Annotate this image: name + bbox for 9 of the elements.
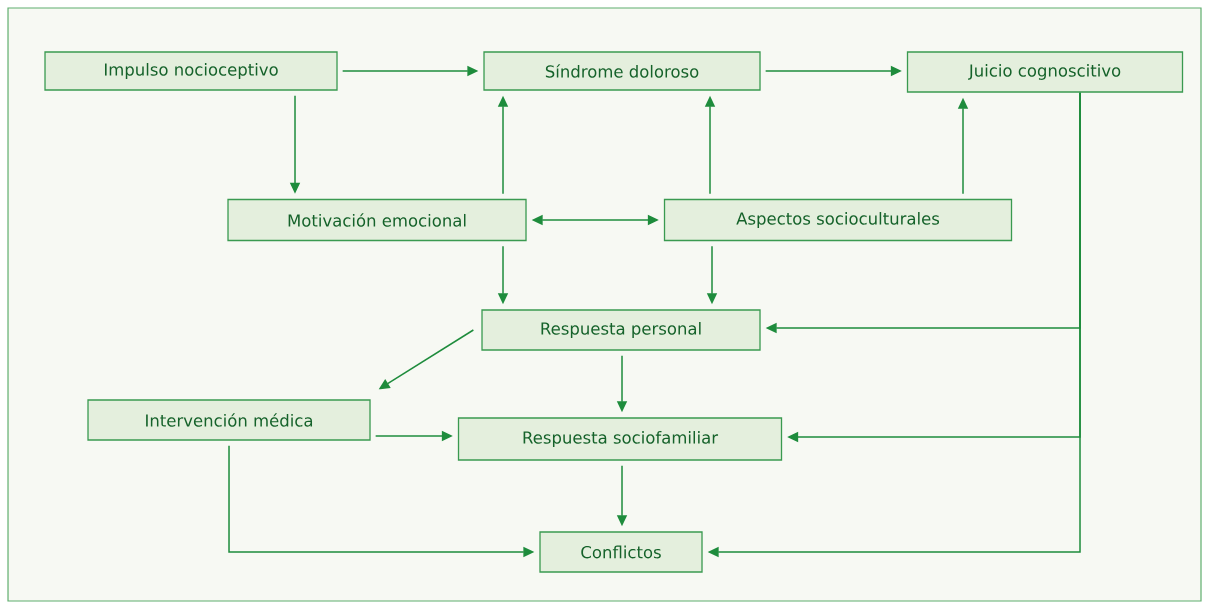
flow-box: Respuesta personal — [481, 309, 761, 351]
flow-box: Impulso nocioceptivo — [44, 51, 338, 91]
flow-box: Respuesta sociofamiliar — [457, 417, 783, 461]
flow-box: Juicio cognoscitivo — [906, 51, 1184, 93]
flow-box: Aspectos socioculturales — [663, 198, 1013, 242]
flow-box: Síndrome doloroso — [483, 51, 761, 91]
flow-box: Motivación emocional — [227, 198, 527, 242]
flow-box: Intervención médica — [87, 399, 371, 441]
flow-box: Conflictos — [539, 531, 703, 573]
